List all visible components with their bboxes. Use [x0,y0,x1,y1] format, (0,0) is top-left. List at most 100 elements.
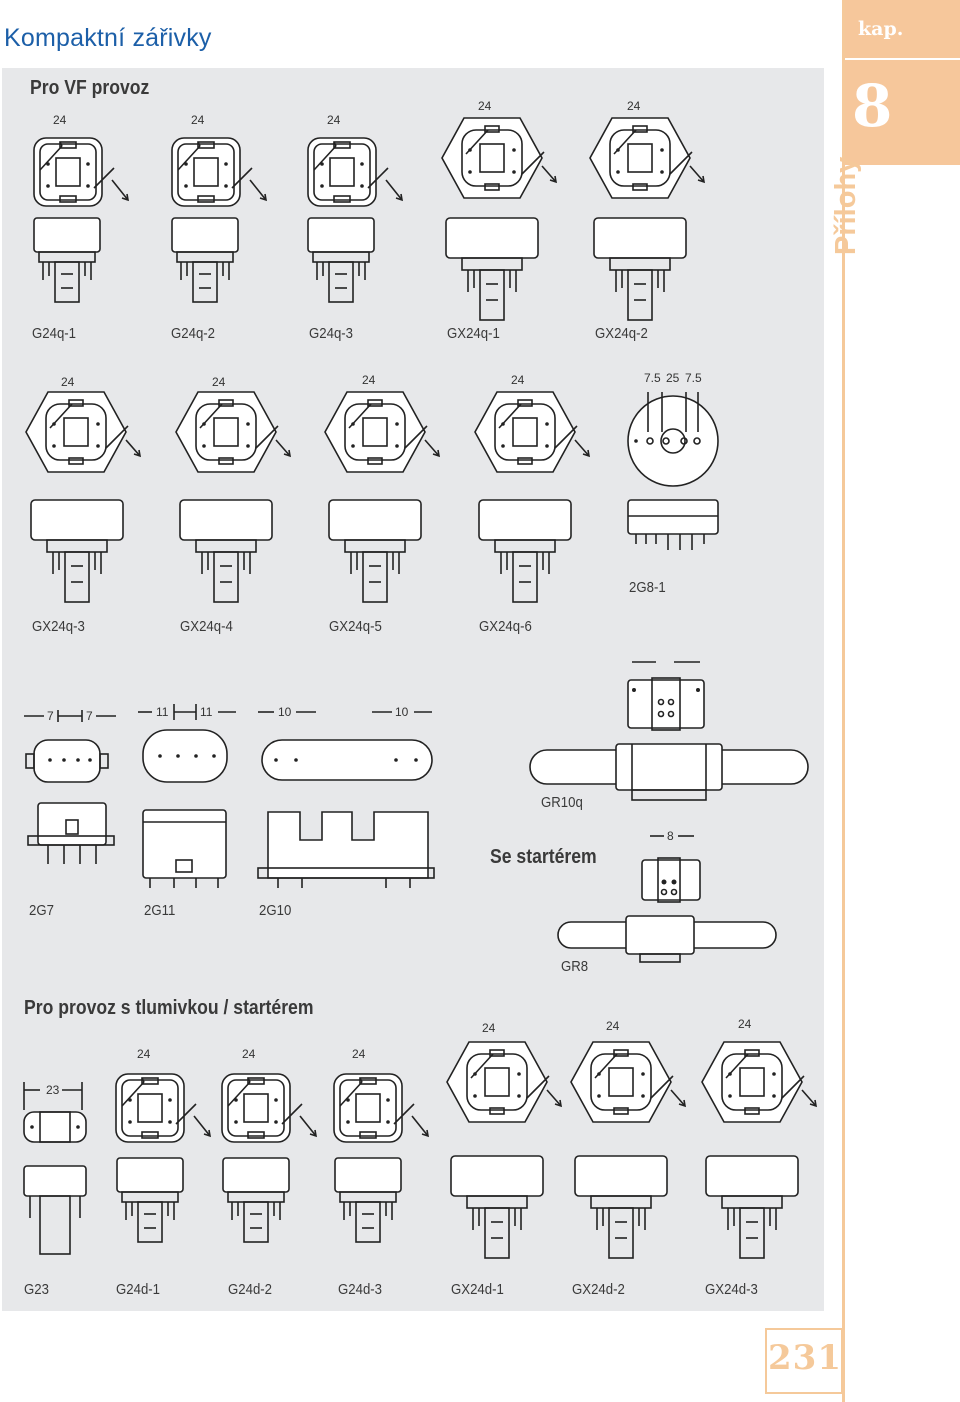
gx24q1-top-view [441,117,557,199]
dim-7-5: 7.5 [644,371,661,385]
gx24d2-side-view [574,1155,668,1259]
dim-11: 11 [156,705,169,719]
base-label-g24d2: G24d-2 [228,1281,273,1298]
gx24q2-top-view [589,117,705,199]
g24q3-side-view [307,217,375,303]
gx24q4-top-view [175,391,291,473]
dim-10: 10 [278,705,292,719]
dim-24: 24 [191,113,205,127]
gx24d3-side-view [705,1155,799,1259]
dim-11: 11 [200,705,213,719]
base-label-gr10q: GR10q [541,794,583,811]
dim-7-5: 7.5 [685,371,702,385]
heading-with-starter: Se startérem [490,846,597,868]
base-label-g24d3: G24d-3 [338,1281,383,1298]
g2g7-side-view [27,802,115,864]
gr10q-side-view [529,743,809,801]
gr8-side-view [557,915,777,963]
dim-24: 24 [362,373,376,387]
base-label-gx24q4: GX24q-4 [180,618,233,635]
gr8-top-view [641,857,701,903]
g2g10-side-view [257,811,435,888]
dim-7: 7 [86,709,93,723]
dim-24: 24 [352,1047,366,1061]
g24d3-side-view [334,1157,402,1243]
gx24d2-top-view [570,1041,686,1123]
dim-24: 24 [212,375,226,389]
g2g7-top-view [25,739,109,783]
dim-24: 24 [511,373,525,387]
dim-24: 24 [242,1047,256,1061]
page-number: 231 [768,1338,842,1378]
base-label-2g11: 2G11 [144,902,176,919]
base-label-gx24d1: GX24d-1 [451,1281,504,1298]
dim-24: 24 [53,113,67,127]
chapter-number: 8 [852,72,893,140]
g2g81-top-view [627,392,719,487]
gx24q3-top-view [25,391,141,473]
gx24d3-top-view [701,1041,817,1123]
gx24q5-side-view [328,499,422,603]
gr10q-top-view [627,677,705,731]
dim-24: 24 [606,1019,620,1033]
gx24q5-top-view [324,391,440,473]
dim-24: 24 [482,1021,496,1035]
g2g81-side-view [627,499,719,550]
g24d2-side-view [222,1157,290,1243]
base-label-gx24d2: GX24d-2 [572,1281,625,1298]
base-label-gx24q6: GX24q-6 [479,618,532,635]
dim-24: 24 [627,99,641,113]
base-label-gr8: GR8 [561,958,589,975]
dim-24: 24 [137,1047,151,1061]
dim-8: 8 [667,829,674,843]
g24d1-side-view [116,1157,184,1243]
g23-side-view [23,1165,87,1255]
gx24q2-side-view [593,217,687,321]
gx24q3-side-view [30,499,124,603]
gx24q6-top-view [474,391,590,473]
base-label-gx24q3: GX24q-3 [32,618,85,635]
gx24d1-top-view [446,1041,562,1123]
base-label-g24q3: G24q-3 [309,325,354,342]
g24q3-top-view [307,137,403,207]
g2g10-top-view [261,739,433,781]
g2g11-side-view [142,809,227,888]
heading-vf-operation: Pro VF provoz [30,77,150,99]
heading-ballast-starter-operation: Pro provoz s tlumivkou / startérem [24,997,314,1019]
gx24q4-side-view [179,499,273,603]
base-label-gx24d3: GX24d-3 [705,1281,758,1298]
g23-top-view [23,1111,87,1143]
base-label-gx24q2: GX24q-2 [595,325,648,342]
dim-24: 24 [738,1017,752,1031]
dim-24: 24 [327,113,341,127]
dim-10: 10 [395,705,409,719]
base-label-2g10: 2G10 [259,902,292,919]
base-label-g23: G23 [24,1281,49,1298]
g24d2-top-view [221,1073,317,1143]
gx24q1-side-view [445,217,539,321]
dim-23: 23 [46,1083,60,1097]
base-label-2g8-1: 2G8-1 [629,579,666,596]
base-label-2g7: 2G7 [29,902,54,919]
page-title: Kompaktní zářivky [4,24,212,52]
base-label-gx24q1: GX24q-1 [447,325,500,342]
base-label-gx24q5: GX24q-5 [329,618,382,635]
base-label-g24q2: G24q-2 [171,325,216,342]
dim-25: 25 [666,371,680,385]
base-label-g24d1: G24d-1 [116,1281,161,1298]
chapter-divider [845,58,960,60]
g2g11-top-view [142,729,228,783]
page-number-box [765,1328,843,1394]
base-label-g24q1: G24q-1 [32,325,77,342]
g24d3-top-view [333,1073,429,1143]
dim-24: 24 [61,375,75,389]
dim-7: 7 [47,709,54,723]
gx24d1-side-view [450,1155,544,1259]
chapter-label: kap. [858,18,904,40]
chapter-tab [845,0,960,165]
gx24q6-side-view [478,499,572,603]
dim-24: 24 [478,99,492,113]
g24q2-side-view [171,217,239,303]
g24q2-top-view [171,137,267,207]
